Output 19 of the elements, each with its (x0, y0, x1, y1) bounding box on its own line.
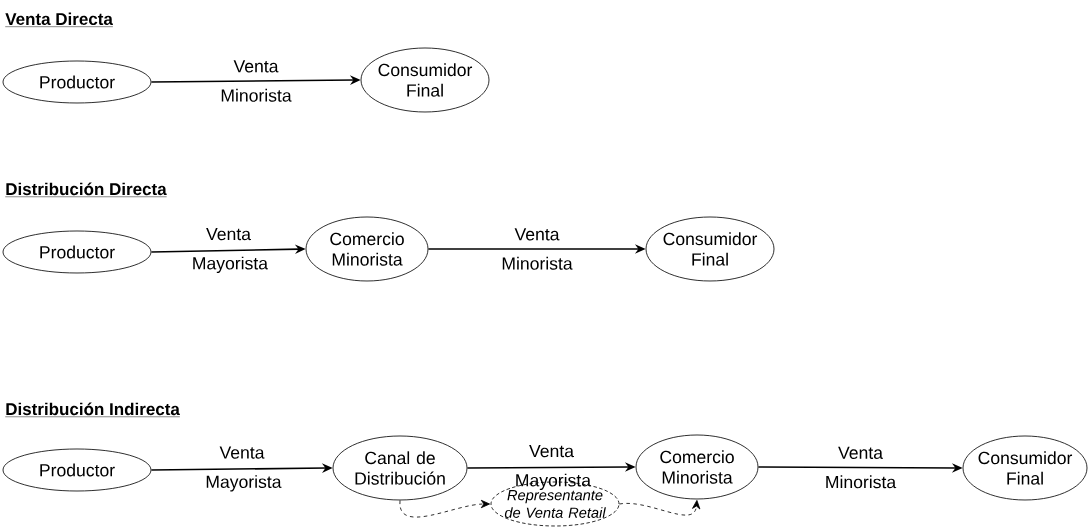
section-heading: Venta Directa (5, 12, 114, 27)
ellipse-node: Productor (2, 60, 152, 104)
ellipse-node: Productor (2, 448, 152, 492)
edge-label: Venta Mayorista (193, 228, 268, 273)
edge-label: Venta Minorista (221, 60, 292, 102)
edge-label: Venta Minorista (502, 228, 573, 270)
ellipse-node: Consumidor Final (645, 216, 775, 282)
ellipse-node: Consumidor Final (360, 47, 490, 113)
ellipse-node: Consumidor Final (962, 435, 1088, 501)
section-heading: Distribución Directa (5, 182, 167, 197)
ellipse-node: Comercio Minorista (305, 216, 429, 282)
ellipse-node: Comercio Minorista (635, 434, 759, 500)
section-heading: Distribución Indirecta (5, 402, 181, 417)
edge-label: Venta Minorista (826, 446, 897, 489)
ellipse-node: Canal de Distribución (332, 435, 468, 501)
edge-label: Venta Mayorista (206, 446, 282, 492)
ellipse-node: Productor (2, 230, 152, 274)
arrow (619, 500, 701, 516)
arrow (399, 499, 490, 518)
